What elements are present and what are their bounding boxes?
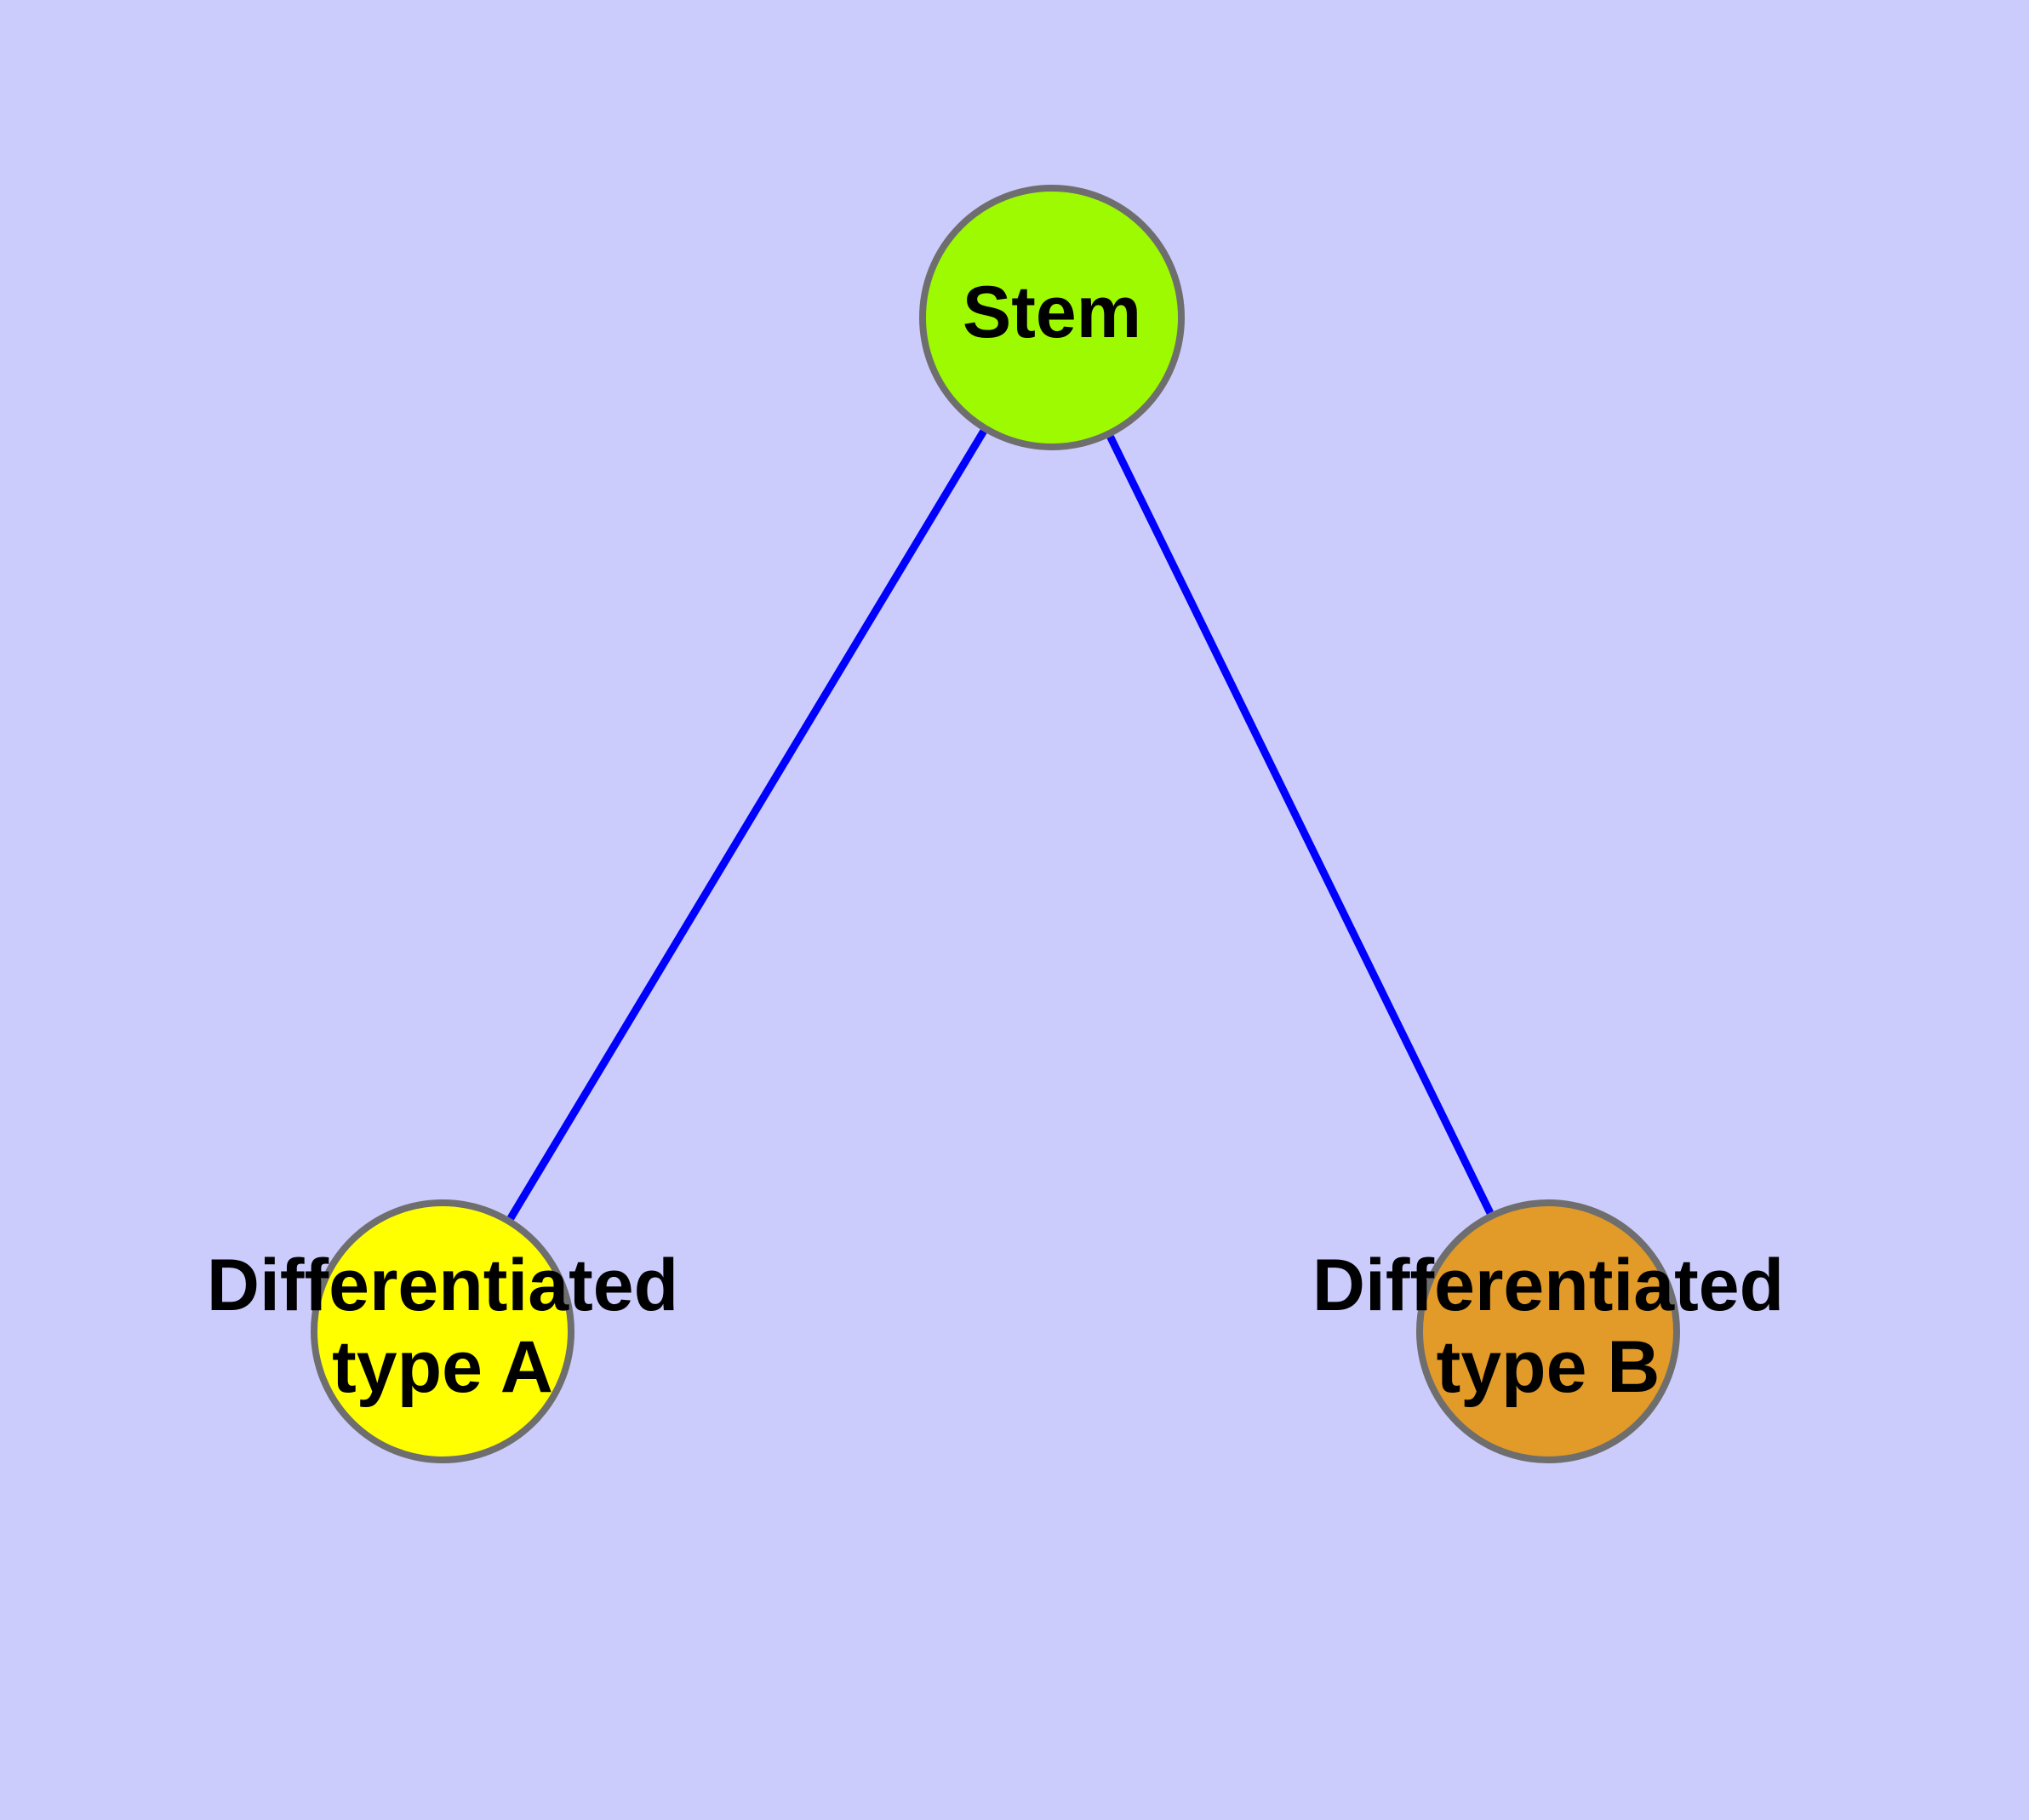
edge-stem-diff-b[interactable] xyxy=(1106,435,1494,1215)
edge-stem-diff-a[interactable] xyxy=(507,429,987,1221)
node-label-line: Differentiated xyxy=(207,1245,678,1326)
node-stem[interactable] xyxy=(919,185,1185,450)
node-label-stem: Stem xyxy=(963,272,1141,353)
node-label-line: type A xyxy=(332,1326,553,1408)
node-diff_b[interactable] xyxy=(1416,1199,1680,1463)
node-diff_a[interactable] xyxy=(311,1199,574,1463)
node-label-line: Differentiated xyxy=(1312,1245,1784,1326)
node-label-line: type B xyxy=(1437,1326,1660,1408)
edges-layer xyxy=(507,429,1494,1221)
node-label-line: Stem xyxy=(963,272,1141,353)
nodes-layer xyxy=(311,185,1680,1463)
